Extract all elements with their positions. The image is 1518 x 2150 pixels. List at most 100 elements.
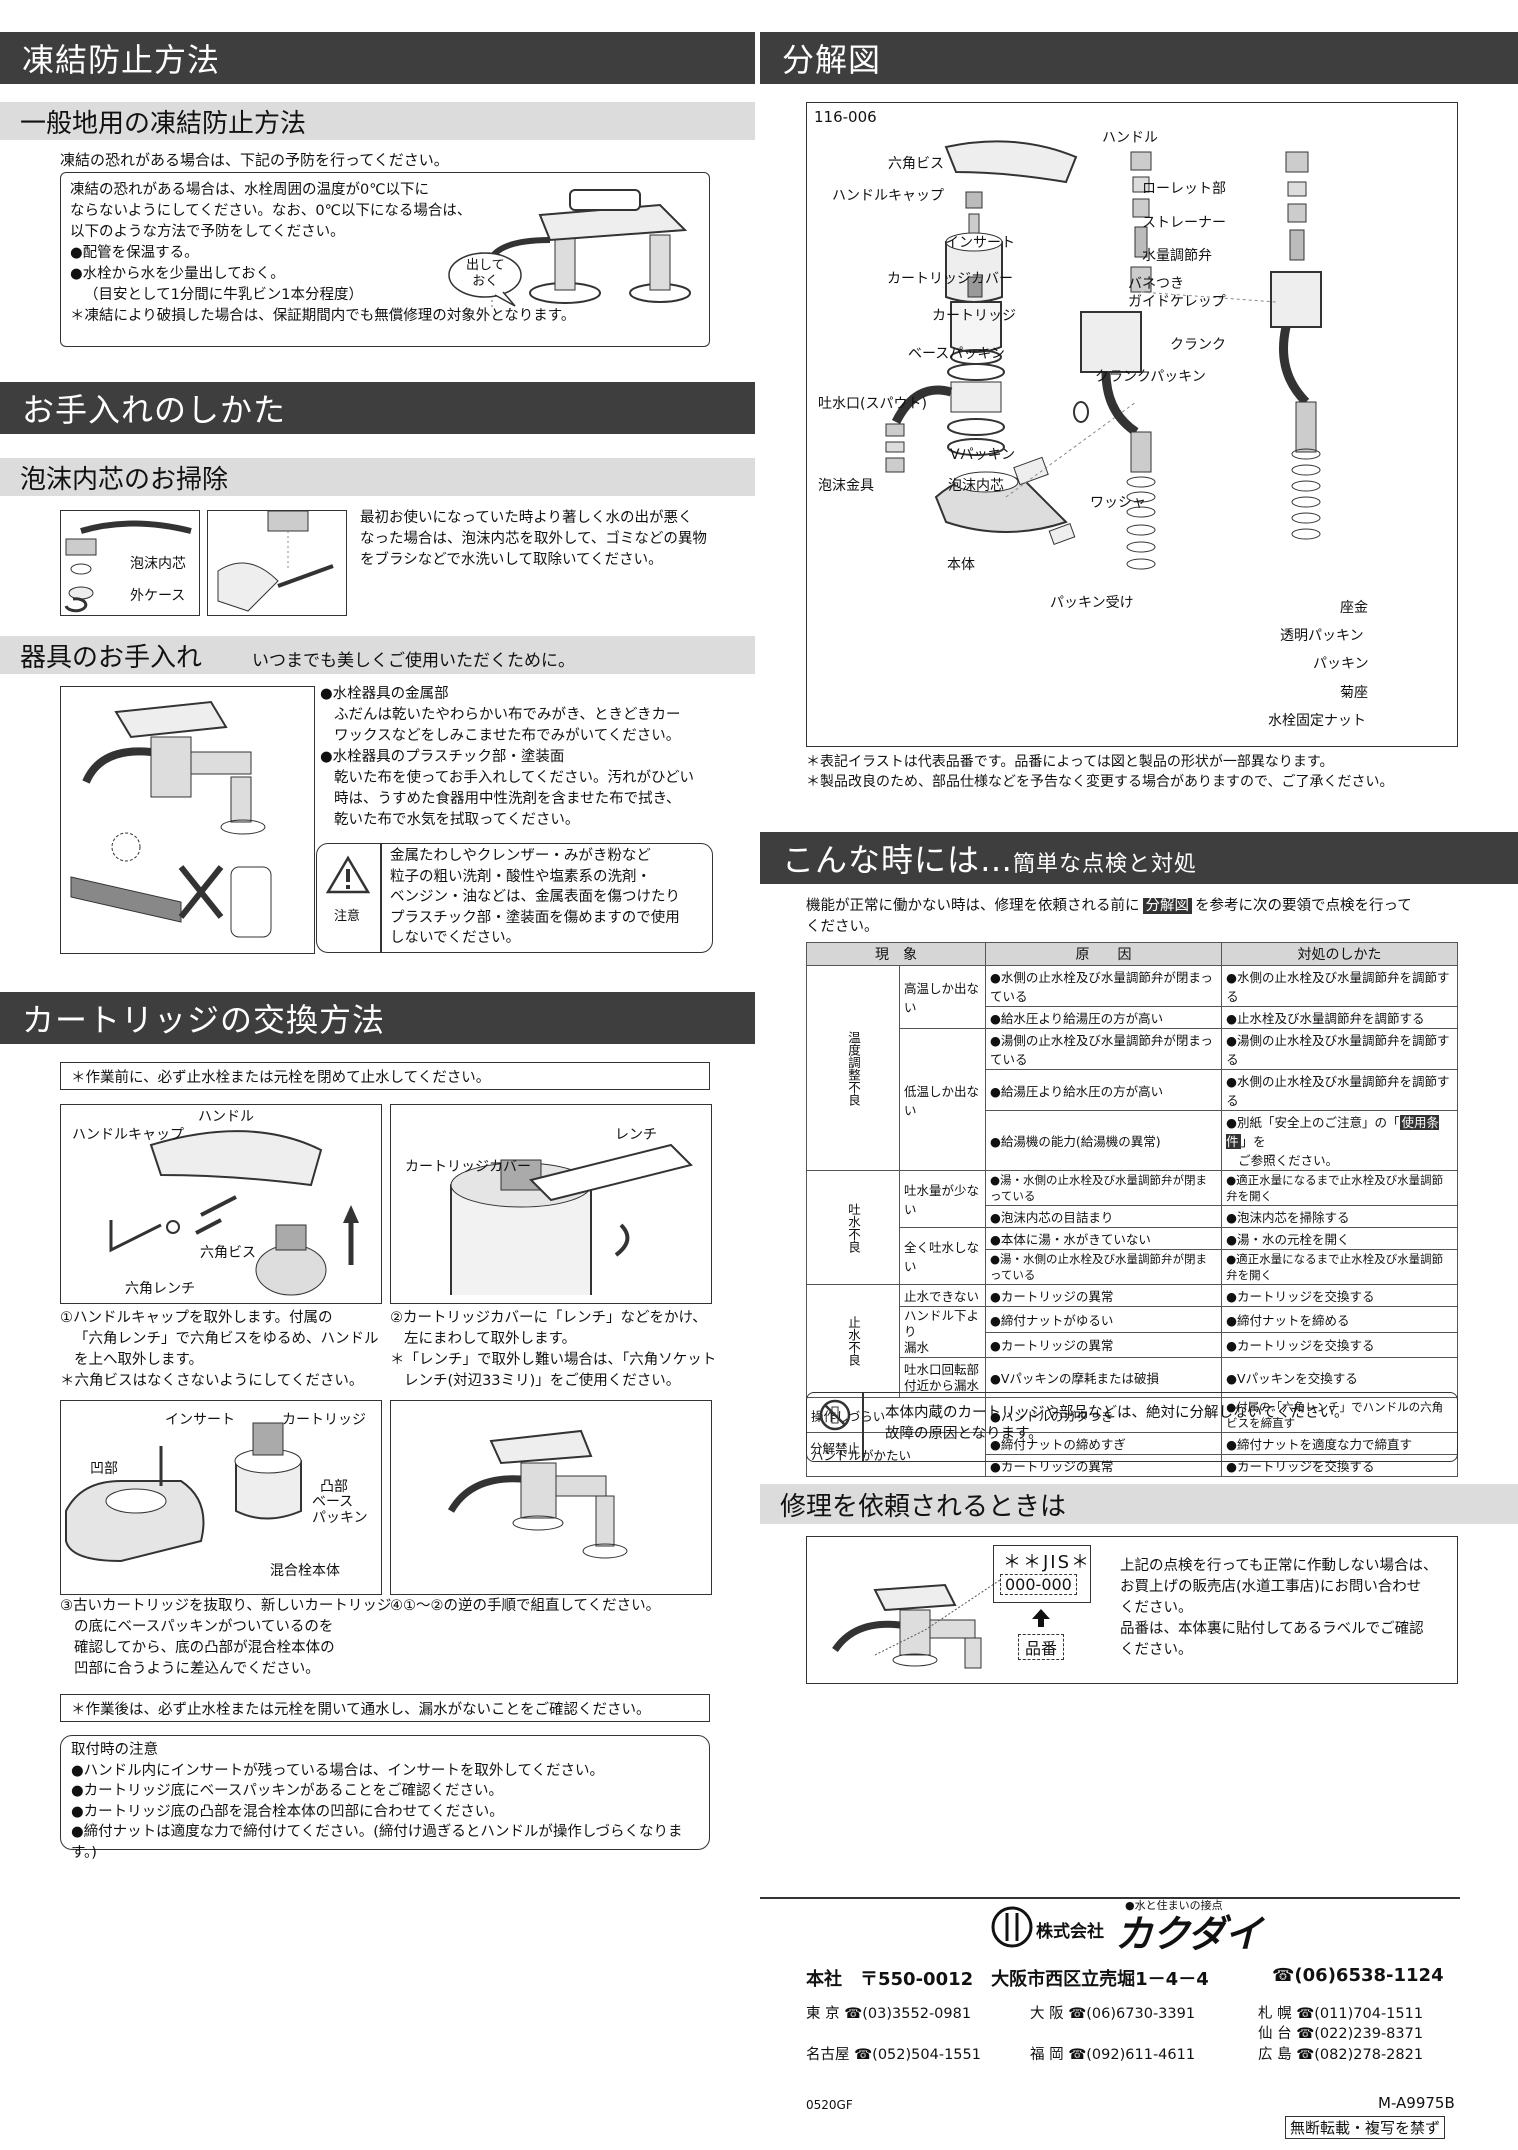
fix-r15: ●締付ナットを適度な力で締直す xyxy=(1221,1432,1458,1455)
product-label-number: 000-000 xyxy=(1000,1574,1077,1595)
branch-fukuoka: 福 岡 ☎(092)611-4611 xyxy=(1030,2043,1195,2064)
part-knurl: ローレット部 xyxy=(1142,181,1226,197)
repair-line-4: 品番は、本体裏に貼付してあるラベルでご確認 xyxy=(1120,1621,1424,1637)
branch-tel: ☎(052)504-1551 xyxy=(854,2047,981,2063)
caution-text-2: 粒子の粗い洗剤・酸性や塩素系の洗剤・ xyxy=(390,868,651,885)
fix-r3: ●湯側の止水栓及び水量調節弁を調節する xyxy=(1221,1028,1458,1070)
branch-tokyo: 東 京 ☎(03)3552-0981 xyxy=(806,2002,971,2023)
table-header-row: 現 象 原 因 対処のしかた xyxy=(806,942,1458,966)
cause-r8: ●本体に湯・水がきていない xyxy=(984,1227,1223,1250)
repair-line-3: ください。 xyxy=(1120,1600,1193,1616)
product-label-jis: ＊＊JIS＊ xyxy=(1003,1552,1092,1573)
product-label xyxy=(993,1545,1091,1603)
part-handle: ハンドル xyxy=(1102,130,1158,146)
aerator-subtitle-text: 泡沫内芯のお掃除 xyxy=(20,464,229,495)
repair-text: 上記の点検を行っても正常に作動しない場合は、 お買上げの販売店(水道工事店)にお… xyxy=(1120,1556,1438,1661)
nodisassemble-line-2: 故障の原因となります。 xyxy=(885,1426,1043,1442)
cause-r12: ●カートリッジの異常 xyxy=(984,1331,1223,1358)
step4-figure xyxy=(390,1400,712,1595)
trouble-intro: 機能が正常に働かない時は、修理を依頼される前に分解図を参考に次の要領で点検を行っ… xyxy=(806,896,1412,938)
table-row: 低温しか出ない ●湯側の止水栓及び水量調節弁が閉まっている ●湯側の止水栓及び水… xyxy=(807,1028,1458,1171)
fix-r5-c: ご参照ください。 xyxy=(1238,1153,1339,1168)
warning-triangle-icon xyxy=(326,855,370,894)
table-row: ●泡沫内芯の目詰まり ●泡沫内芯を掃除する xyxy=(807,1205,1458,1228)
trouble-intro-2: を参考に次の要領で点検を行って xyxy=(1195,898,1412,914)
exploded-model: 116-006 xyxy=(814,108,877,126)
sym-r1: 高温しか出ない xyxy=(899,965,986,1029)
trouble-table: 現 象 原 因 対処のしかた 温度調整不良 高温しか出ない ●水側の止水栓及び水… xyxy=(806,942,1458,1477)
freeze-line-1: 凍結の恐れがある場合は、水栓周囲の温度が0℃以下に xyxy=(70,182,430,198)
fix-r9: ●適正水量になるまで止水栓及び水量調節弁を開く xyxy=(1221,1249,1458,1285)
part-washer: ワッシャ xyxy=(1090,495,1146,511)
step4-text: ④①～②の逆の手順で組直してください。 xyxy=(390,1596,660,1617)
fixture-text-1: ●水栓器具の金属部 xyxy=(320,686,449,702)
aerator-figure-1 xyxy=(60,510,200,616)
aerator-subtitle: 泡沫内芯のお掃除 xyxy=(0,458,755,496)
part-hexscrew: 六角ビス xyxy=(888,156,944,172)
post-work-note-text: ＊作業後は、必ず止水栓または元栓を開いて通水し、漏水がないことをご確認ください。 xyxy=(71,1702,651,1718)
footer-divider xyxy=(760,1897,1460,1899)
step3-line-4: 凹部に合うように差込んでください。 xyxy=(74,1661,320,1677)
doc-code: M-A9975B xyxy=(1378,2094,1455,2112)
fig3-cartridge-label: カートリッジ xyxy=(282,1412,366,1428)
cause-r11: ●締付ナットがゆるい xyxy=(984,1306,1223,1333)
fig3-packing-label: ベース パッキン xyxy=(312,1494,368,1526)
freeze-intro: 凍結の恐れがある場合は、下記の予防を行ってください。 xyxy=(60,151,449,169)
fixture-subtitle: 器具のお手入れいつまでも美しくご使用いただくために。 xyxy=(0,636,755,674)
part-seat: 座金 xyxy=(1340,600,1368,616)
step1-line-4: ＊六角ビスはなくさないようにしてください。 xyxy=(60,1373,364,1389)
fixture-text-6: 時は、うすめた食器用中性洗剤を含ませた布で拭き、 xyxy=(334,791,681,807)
branch-tel: ☎(022)239-8371 xyxy=(1296,2026,1424,2042)
branch-city: 東 京 xyxy=(806,2006,840,2022)
cause-r2: ●給水圧より給湯圧の方が高い xyxy=(984,1006,1223,1029)
cause-r13: ●Vパッキンの摩耗または破損 xyxy=(984,1357,1223,1398)
fix-r6: ●適正水量になるまで止水栓及び水量調節弁を開く xyxy=(1221,1170,1458,1206)
aerator-text-1: 最初お使いになっていた時より著しく水の出が悪く xyxy=(360,510,693,526)
part-spring: バネつき ガイドケレップ xyxy=(1128,275,1226,311)
nodisassemble-label: 分解禁止 xyxy=(810,1441,861,1456)
sym-r11-1: ハンドル下より xyxy=(904,1308,980,1339)
caution-divider xyxy=(380,843,382,953)
fix-r5-a: ●別紙「安全上のご注意」の「 xyxy=(1226,1115,1400,1130)
header-fix: 対処のしかた xyxy=(1221,942,1458,966)
trouble-subtitle-text: 簡単な点検と対処 xyxy=(1013,852,1198,877)
exploded-note-2: ＊製品改良のため、部品仕様などを予告なく変更する場合がありますので、ご了承くださ… xyxy=(806,774,1394,790)
branch-city: 大 阪 xyxy=(1030,2006,1064,2022)
branch-city: 福 岡 xyxy=(1030,2047,1064,2063)
step2-line-1: ②カートリッジカバーに「レンチ」などをかけ、 xyxy=(390,1310,707,1326)
fix-r5-b: 」を xyxy=(1240,1134,1266,1149)
step2-text: ②カートリッジカバーに「レンチ」などをかけ、 左にまわして取外します。 ＊「レン… xyxy=(390,1308,716,1392)
pre-work-note-text: ＊作業前に、必ず止水栓または元栓を閉めて止水してください。 xyxy=(71,1070,491,1086)
freeze-line-7: ＊凍結により破損した場合は、保証期間内でも無償修理の対象外となります。 xyxy=(70,308,576,324)
cat-temp: 温度調整不良 xyxy=(806,965,900,1171)
speech-bubble-icon xyxy=(448,252,522,307)
step2-line-2: 左にまわして取外します。 xyxy=(404,1331,577,1347)
cause-r7: ●泡沫内芯の目詰まり xyxy=(984,1205,1223,1228)
part-strainer: ストレーナー xyxy=(1142,215,1226,231)
repair-faucet-illustration xyxy=(832,1579,1001,1669)
aerator-text: 最初お使いになっていた時より著しく水の出が悪く なった場合は、泡沫内芯を取外して… xyxy=(360,508,707,571)
fixture-text-4: ●水栓器具のプラスチック部・塗装面 xyxy=(320,749,565,765)
step2-line-3: ＊「レンチ」で取外し難い場合は、「六角ソケット xyxy=(390,1352,717,1368)
table-row: 全く吐水しない ●本体に湯・水がきていない ●湯・水の元栓を開く xyxy=(807,1227,1458,1285)
company-prefix: 株式会社 xyxy=(1036,1922,1104,1942)
fixture-text-5: 乾いた布を使ってお手入れしてください。汚れがひどい xyxy=(334,770,695,786)
part-body: 本体 xyxy=(947,557,975,573)
step3-text: ③古いカートリッジを抜取り、新しいカートリッジ の底にベースパッキンがついている… xyxy=(60,1596,391,1680)
sym-r3: 低温しか出ない xyxy=(899,1028,986,1171)
part-spout: 吐水口(スパウト) xyxy=(818,396,927,412)
bubble-line-1: 出して xyxy=(466,258,505,273)
branch-osaka: 大 阪 ☎(06)6730-3391 xyxy=(1030,2002,1195,2023)
table-row: ●カートリッジの異常 ●カートリッジを交換する xyxy=(807,1331,1458,1358)
table-row: 温度調整不良 高温しか出ない ●水側の止水栓及び水量調節弁が閉まっている ●水側… xyxy=(806,965,1458,1171)
caution-text-1: 金属たわしやクレンザー・みがき粉など xyxy=(390,848,651,864)
repair-title: 修理を依頼されるときは xyxy=(760,1484,1518,1524)
part-kikuza: 菊座 xyxy=(1340,685,1368,701)
cause-r1: ●水側の止水栓及び水量調節弁が閉まっている xyxy=(984,965,1223,1007)
freeze-line-3: 以下のような方法で予防をしてください。 xyxy=(70,224,345,240)
fig1-wrench-label: 六角レンチ xyxy=(125,1281,195,1297)
caution-text-4: プラスチック部・塗装面を傷めますので使用 xyxy=(390,909,680,926)
fig3-recess-label: 凹部 xyxy=(90,1461,118,1477)
company-hq-tel: ☎(06)6538-1124 xyxy=(1272,1965,1444,1986)
pre-work-note: ＊作業前に、必ず止水栓または元栓を閉めて止水してください。 xyxy=(60,1062,710,1090)
